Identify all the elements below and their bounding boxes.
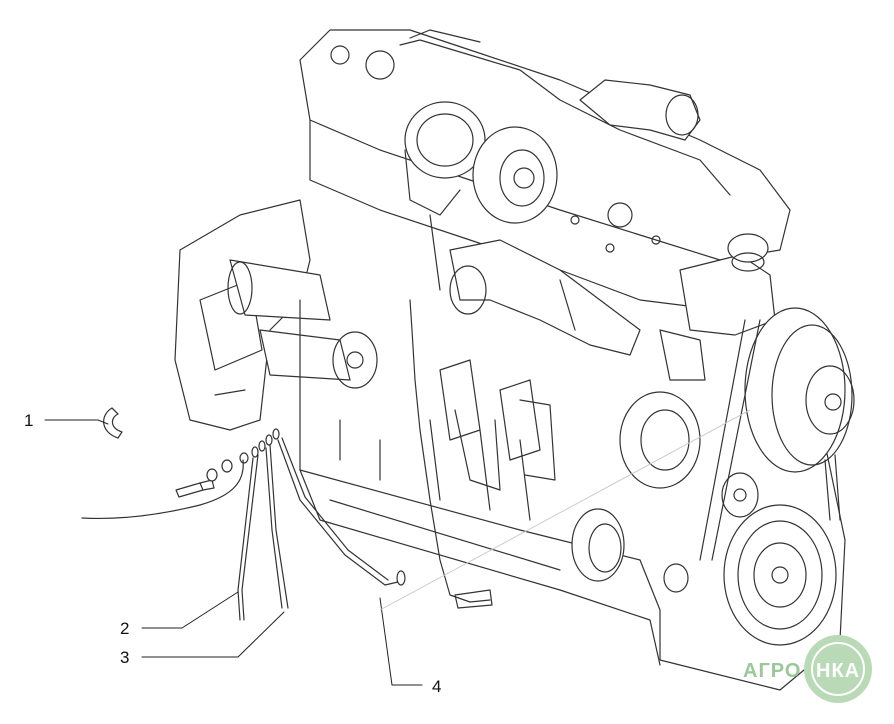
part-1-clip: [103, 407, 123, 439]
callout-1: 1: [24, 411, 34, 430]
dipstick-tube: [409, 299, 491, 603]
callout-4: 4: [432, 677, 442, 696]
dipstick-end: [454, 589, 493, 609]
intake-elbow: [579, 79, 701, 141]
leader-lines: [44, 419, 423, 686]
bolt-and-washers: [175, 452, 249, 498]
ground-cable: [81, 459, 244, 520]
intake-pipe: [449, 239, 641, 356]
pulley-system: [571, 307, 855, 646]
diagonal-guide: [379, 409, 751, 611]
logo-badge: [804, 635, 872, 703]
turbocharger: [404, 101, 558, 291]
callout-3: 3: [120, 648, 130, 667]
callout-2: 2: [120, 619, 130, 638]
filter-housing: [659, 233, 776, 381]
watermark-left: АГРО: [743, 660, 802, 682]
watermark-right: НКА: [816, 660, 861, 682]
part-2-3-wires: [237, 428, 289, 621]
part-4-wire: [277, 437, 406, 586]
